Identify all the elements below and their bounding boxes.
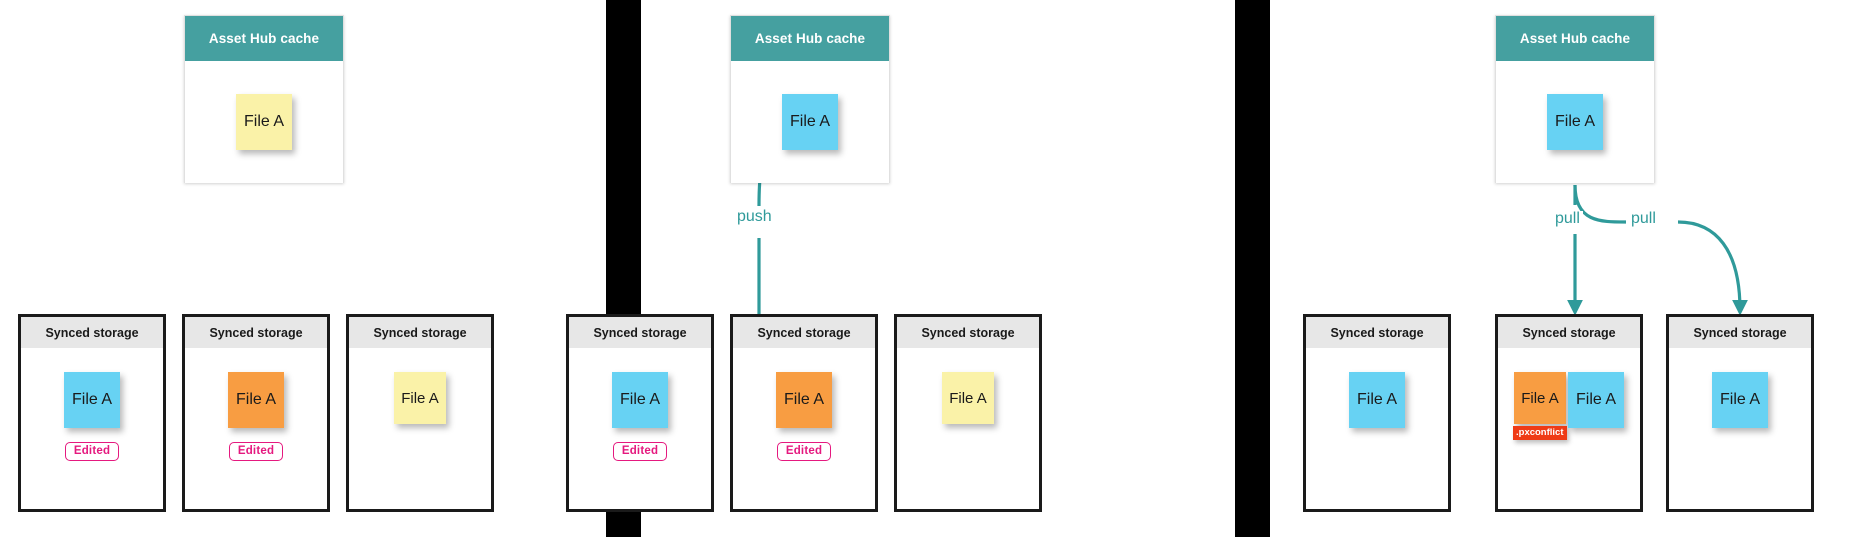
pull-label-left: pull (1552, 211, 1583, 227)
panel-2-synced-storage-1: Synced storage File A Edited (566, 314, 714, 512)
store-title: Synced storage (349, 317, 491, 348)
cache-body: File A (185, 61, 343, 183)
panel-3-asset-hub-cache: Asset Hub cache File A (1495, 15, 1655, 183)
cache-title: Asset Hub cache (731, 16, 889, 61)
store-body: File A Edited (21, 348, 163, 509)
file-note[interactable]: File A (1349, 372, 1405, 428)
cache-title: Asset Hub cache (1496, 16, 1654, 61)
store-title: Synced storage (185, 317, 327, 348)
file-note[interactable]: File A (394, 372, 446, 424)
cache-body: File A (731, 61, 889, 183)
panel-1-synced-storage-2: Synced storage File A Edited (182, 314, 330, 512)
panel-1-asset-hub-cache: Asset Hub cache File A (184, 15, 344, 183)
note-row: File A (776, 372, 832, 428)
note-row: File A .pxconflict File A (1513, 372, 1624, 440)
panel-3-synced-storage-2: Synced storage File A .pxconflict File A (1495, 314, 1643, 512)
conflict-badge: .pxconflict (1513, 426, 1567, 440)
store-body: File A Edited (733, 348, 875, 509)
note-row: File A (1349, 372, 1405, 428)
file-note-conflict[interactable]: File A .pxconflict (1513, 372, 1567, 440)
pull-label-right: pull (1628, 211, 1659, 227)
store-body: File A Edited (185, 348, 327, 509)
panel-1-synced-storage-3: Synced storage File A (346, 314, 494, 512)
note-row: File A (1712, 372, 1768, 428)
store-body: File A .pxconflict File A (1498, 348, 1640, 509)
note-row: File A (228, 372, 284, 428)
store-body: File A Edited (569, 348, 711, 509)
note-row: File A (942, 372, 994, 424)
panel-2-synced-storage-2: Synced storage File A Edited (730, 314, 878, 512)
push-label: push (734, 209, 775, 225)
status-badge-edited: Edited (612, 442, 668, 461)
file-note[interactable]: File A (776, 372, 832, 428)
store-body: File A (1669, 348, 1811, 509)
file-note[interactable]: File A (1547, 94, 1603, 150)
status-badge-edited: Edited (228, 442, 284, 461)
store-title: Synced storage (569, 317, 711, 348)
store-title: Synced storage (1306, 317, 1448, 348)
file-note[interactable]: File A (612, 372, 668, 428)
note-row: File A (612, 372, 668, 428)
store-title: Synced storage (21, 317, 163, 348)
panel-2-asset-hub-cache: Asset Hub cache File A (730, 15, 890, 183)
file-note[interactable]: File A (782, 94, 838, 150)
status-badge-edited: Edited (64, 442, 120, 461)
file-note[interactable]: File A (228, 372, 284, 428)
panel-1-synced-storage-1: Synced storage File A Edited (18, 314, 166, 512)
file-note[interactable]: File A (64, 372, 120, 428)
file-note[interactable]: File A (236, 94, 292, 150)
file-note[interactable]: File A (1712, 372, 1768, 428)
store-body: File A (1306, 348, 1448, 509)
store-body: File A (897, 348, 1039, 509)
store-title: Synced storage (1498, 317, 1640, 348)
file-note-label: File A (1521, 389, 1559, 407)
panel-2-synced-storage-3: Synced storage File A (894, 314, 1042, 512)
store-body: File A (349, 348, 491, 509)
cache-title: Asset Hub cache (185, 16, 343, 61)
status-badge-edited: Edited (776, 442, 832, 461)
panel-3-synced-storage-1: Synced storage File A (1303, 314, 1451, 512)
store-title: Synced storage (733, 317, 875, 348)
store-title: Synced storage (1669, 317, 1811, 348)
cache-body: File A (1496, 61, 1654, 183)
panel-3-synced-storage-3: Synced storage File A (1666, 314, 1814, 512)
note-row: File A (64, 372, 120, 428)
panel-divider-2 (1235, 0, 1270, 537)
store-title: Synced storage (897, 317, 1039, 348)
pull-arrow-right-stem (1677, 220, 1748, 316)
file-note[interactable]: File A (1568, 372, 1624, 428)
note-row: File A (394, 372, 446, 424)
file-note[interactable]: File A (942, 372, 994, 424)
